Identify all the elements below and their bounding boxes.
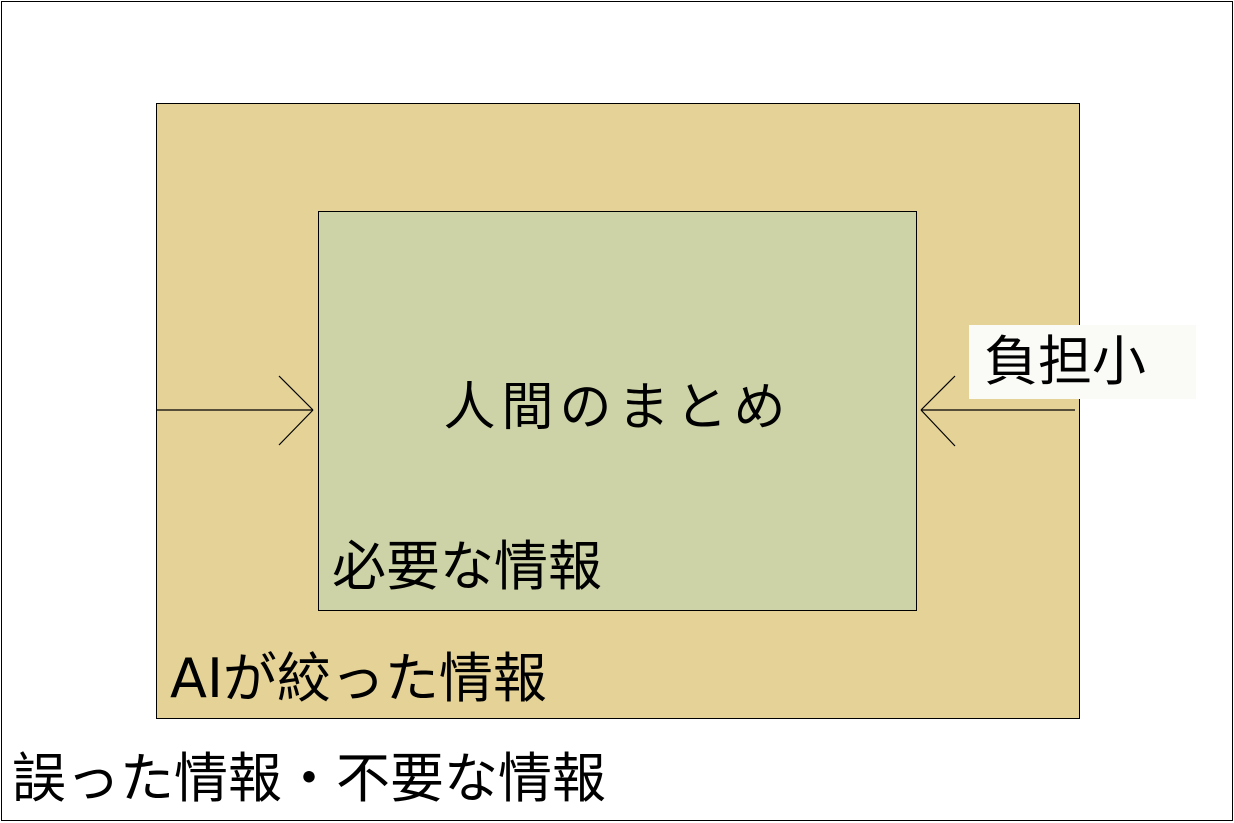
low-burden-label: 負担小: [984, 330, 1146, 393]
misinformation-label: 誤った情報・不要な情報: [12, 747, 606, 810]
necessary-info-label: 必要な情報: [332, 535, 602, 598]
necessary-info-region: [318, 211, 917, 611]
human-summary-label: 人間のまとめ: [443, 378, 792, 438]
ai-filtered-info-label: AIが絞った情報: [170, 647, 547, 710]
low-burden-label-box: [969, 325, 1196, 399]
